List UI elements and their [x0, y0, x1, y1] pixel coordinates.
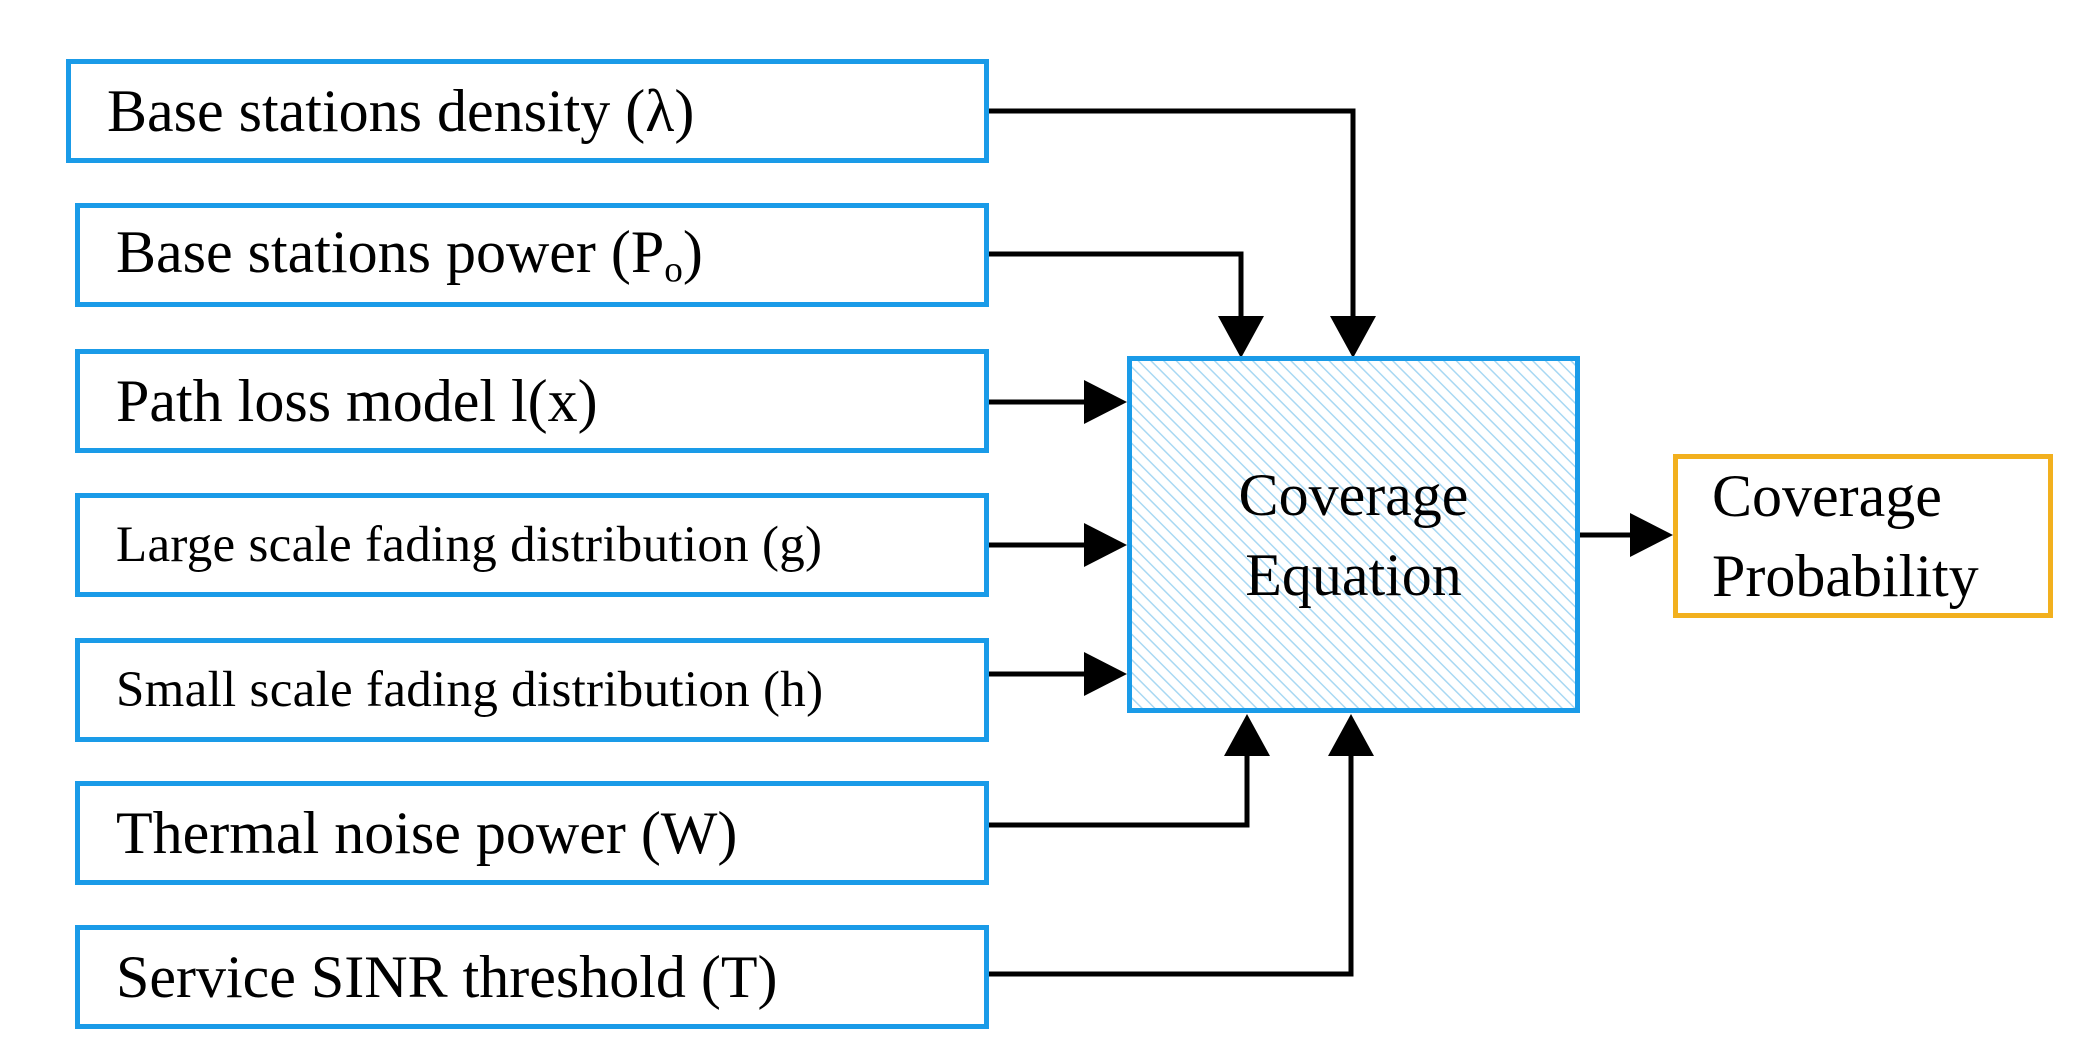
- coverage-equation-box: Coverage Equation: [1127, 356, 1580, 713]
- arrowhead-sinr: [1328, 714, 1374, 756]
- input-box-path-loss: Path loss model l(x): [75, 349, 989, 453]
- connector-power: [989, 251, 1244, 318]
- arrowhead-thermal-noise: [1224, 714, 1270, 756]
- coverage-probability-line1: Coverage: [1712, 463, 1942, 529]
- input-label-small-scale: Small scale fading distribution (h): [116, 662, 824, 718]
- coverage-equation-fill: [1130, 359, 1577, 710]
- input-box-small-scale: Small scale fading distribution (h): [75, 638, 989, 742]
- coverage-probability-line2: Probability: [1712, 543, 1979, 609]
- connector-thermal-noise: [989, 755, 1250, 828]
- connectors: [989, 108, 1634, 977]
- input-label-power: Base stations power (Po): [116, 219, 703, 291]
- input-label-density: Base stations density (λ): [107, 77, 695, 144]
- input-box-power: Base stations power (Po): [75, 203, 989, 307]
- arrowheads: [1084, 316, 1673, 756]
- arrowhead-density: [1330, 316, 1376, 358]
- input-box-thermal-noise: Thermal noise power (W): [75, 781, 989, 885]
- arrowhead-power: [1218, 316, 1264, 358]
- coverage-equation-line2: Equation: [1245, 541, 1462, 608]
- connector-sinr: [989, 755, 1354, 977]
- input-label-large-scale: Large scale fading distribution (g): [116, 517, 823, 573]
- input-label-thermal-noise: Thermal noise power (W): [116, 799, 738, 866]
- input-label-sinr: Service SINR threshold (T): [116, 943, 778, 1010]
- coverage-probability-box: Coverage Probability: [1673, 454, 2053, 618]
- arrowhead-path-loss: [1084, 380, 1127, 424]
- arrowhead-small-scale: [1084, 652, 1127, 696]
- arrowhead-output: [1630, 513, 1673, 557]
- input-box-density: Base stations density (λ): [66, 59, 989, 163]
- input-box-sinr: Service SINR threshold (T): [75, 925, 989, 1029]
- input-label-path-loss: Path loss model l(x): [116, 367, 598, 434]
- input-box-large-scale: Large scale fading distribution (g): [75, 493, 989, 597]
- arrowhead-large-scale: [1084, 523, 1127, 567]
- connector-density: [989, 108, 1356, 318]
- coverage-equation-line1: Coverage: [1238, 461, 1469, 528]
